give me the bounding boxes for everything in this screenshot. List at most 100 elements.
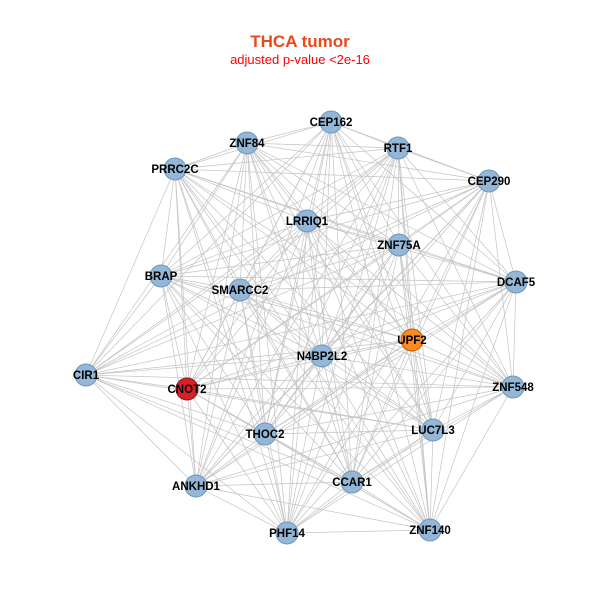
network-edge	[160, 275, 241, 291]
network-edge	[286, 180, 490, 534]
node-label-PRRC2C: PRRC2C	[151, 164, 198, 176]
network-edge	[186, 281, 517, 390]
node-THOC2	[253, 422, 277, 446]
network-edge	[174, 168, 241, 291]
network-edge	[85, 374, 353, 483]
network-edge	[264, 433, 353, 483]
node-label-ZNF84: ZNF84	[229, 138, 265, 150]
network-edge	[264, 180, 490, 435]
node-label-LUC7L3: LUC7L3	[411, 425, 454, 437]
network-edge	[286, 244, 400, 534]
node-label-CNOT2: CNOT2	[168, 384, 207, 396]
plot-title: THCA tumor	[250, 32, 350, 51]
network-edge	[85, 374, 514, 388]
network-edge	[174, 168, 431, 531]
network-edge	[246, 142, 514, 388]
node-label-ZNF140: ZNF140	[409, 525, 451, 537]
network-edge	[351, 339, 413, 483]
network-edge	[85, 374, 431, 531]
network-edge	[239, 281, 517, 291]
network-edge	[160, 121, 332, 277]
node-ZNF548	[501, 375, 525, 399]
network-edge	[186, 388, 197, 487]
network-edge	[174, 168, 514, 388]
node-label-PHF14: PHF14	[269, 528, 305, 540]
node-label-RTF1: RTF1	[384, 143, 413, 155]
network-edge	[160, 275, 431, 531]
network-edge	[321, 355, 431, 531]
node-CCAR1	[340, 470, 364, 494]
node-ZNF84	[235, 131, 259, 155]
network-edge	[195, 147, 399, 487]
network-edge	[411, 339, 514, 388]
network-edge	[85, 339, 413, 376]
network-edge	[160, 275, 353, 483]
node-label-BRAP: BRAP	[145, 271, 178, 283]
network-edge	[195, 281, 517, 487]
network-edge	[306, 220, 431, 531]
network-edge	[174, 168, 266, 435]
network-edge	[174, 168, 308, 222]
network-edge	[264, 355, 323, 435]
network-edge	[351, 481, 431, 531]
network-edge	[306, 121, 332, 222]
network-edge	[160, 180, 490, 277]
network-edge	[186, 388, 434, 431]
network-edge	[85, 374, 266, 435]
network-edge	[85, 374, 434, 431]
network-edge	[429, 281, 517, 531]
network-edge	[286, 339, 413, 534]
network-edge	[186, 388, 288, 534]
network-edge	[186, 180, 490, 390]
node-CIR1	[74, 363, 98, 387]
network-edge	[306, 220, 434, 431]
node-label-CIR1: CIR1	[73, 370, 100, 382]
network-edge	[239, 289, 288, 534]
node-PHF14	[275, 521, 299, 545]
node-label-ZNF548: ZNF548	[492, 382, 534, 394]
network-edge	[85, 374, 197, 487]
network-edge	[286, 481, 353, 534]
network-edge	[397, 147, 490, 182]
node-CNOT2	[175, 377, 199, 401]
node-CEP162	[319, 110, 343, 134]
network-edge	[160, 220, 308, 277]
network-edge	[398, 244, 413, 341]
network-edge	[306, 220, 413, 341]
network-edge	[85, 220, 308, 376]
network-edge	[411, 180, 490, 341]
node-SMARCC2	[228, 278, 252, 302]
network-edge	[186, 386, 514, 390]
network-edge	[174, 168, 197, 487]
network-edge	[246, 142, 431, 531]
node-label-CEP162: CEP162	[310, 117, 353, 129]
network-edge	[429, 429, 434, 531]
network-edge	[306, 147, 399, 222]
node-LUC7L3	[421, 418, 445, 442]
network-edge	[411, 339, 431, 531]
network-edge	[195, 355, 323, 487]
node-label-LRRIQ1: LRRIQ1	[286, 216, 329, 228]
network-edge	[239, 180, 490, 291]
network-edge	[398, 244, 514, 388]
node-label-SMARCC2: SMARCC2	[212, 285, 269, 297]
network-edge	[306, 220, 323, 357]
network-edge	[195, 485, 288, 534]
network-edge	[174, 168, 490, 182]
network-edge	[186, 289, 241, 390]
network-edge	[246, 121, 332, 144]
network-edge	[85, 244, 400, 376]
network-edge	[174, 142, 248, 170]
node-label-DCAF5: DCAF5	[497, 277, 536, 289]
network-edge	[174, 168, 413, 341]
node-BRAP	[149, 264, 173, 288]
network-edge	[246, 142, 434, 431]
network-edge	[246, 142, 308, 222]
network-edge	[186, 147, 399, 390]
network-edge	[160, 275, 517, 283]
network-edge	[85, 147, 399, 376]
network-edge	[264, 433, 288, 534]
network-edge	[321, 355, 514, 388]
network-edge	[246, 142, 288, 534]
